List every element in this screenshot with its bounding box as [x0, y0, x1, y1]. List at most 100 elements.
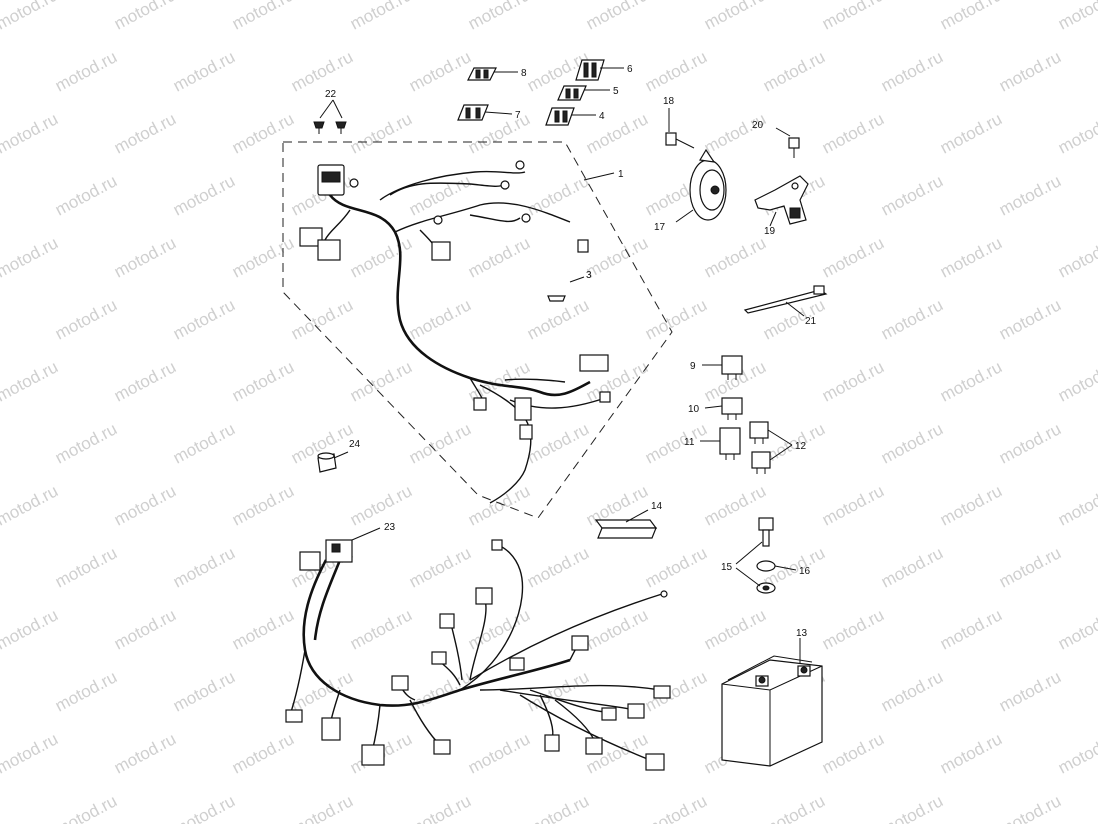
watermark-text: motod.ru	[111, 357, 179, 405]
relay-11	[719, 427, 741, 460]
watermark-text: motod.ru	[465, 605, 533, 653]
callouts: 1 3 4 5 6 7 8 9 10 11 12 13 14 15 16 17 …	[325, 64, 817, 639]
watermark-text: motod.ru	[701, 233, 769, 281]
watermark-text: motod.ru	[288, 791, 356, 824]
watermark-text: motod.ru	[937, 481, 1005, 529]
watermark-text: motod.ru	[701, 0, 769, 34]
watermark-text: motod.ru	[878, 667, 946, 715]
watermark-text: motod.ru	[1055, 357, 1098, 405]
watermark-text: motod.ru	[347, 481, 415, 529]
watermark-text: motod.ru	[170, 171, 238, 219]
relay-9	[721, 355, 743, 380]
watermark-text: motod.ru	[406, 47, 474, 95]
callout-10: 10	[688, 404, 700, 415]
watermark-text: motod.ru	[52, 419, 120, 467]
watermark-text: motod.ru	[52, 171, 120, 219]
callout-22: 22	[325, 89, 337, 100]
watermark-text: motod.ru	[170, 791, 238, 824]
watermark-text: motod.ru	[0, 171, 2, 219]
watermark-text: motod.ru	[760, 295, 828, 343]
watermark-text: motod.ru	[170, 295, 238, 343]
watermark-text: motod.ru	[524, 171, 592, 219]
watermark-text: motod.ru	[406, 171, 474, 219]
harness-outline	[282, 141, 673, 519]
watermark-text: motod.ru	[52, 791, 120, 824]
watermark-text: motod.ru	[819, 233, 887, 281]
watermark-text: motod.ru	[111, 605, 179, 653]
callout-4: 4	[599, 111, 605, 122]
callout-7: 7	[515, 110, 521, 121]
callout-8: 8	[521, 68, 527, 79]
watermark-text: motod.ru	[996, 295, 1064, 343]
main-wiring-harness	[299, 160, 611, 504]
watermark-text: motod.ru	[406, 295, 474, 343]
callout-13: 13	[796, 628, 808, 639]
watermark-text: motod.ru	[819, 605, 887, 653]
watermark-text: motod.ru	[937, 233, 1005, 281]
fuse-5	[557, 85, 587, 101]
callout-1: 1	[618, 169, 624, 180]
watermark-text: motod.ru	[0, 357, 61, 405]
callout-6: 6	[627, 64, 633, 75]
fuse-6	[575, 59, 605, 81]
watermark-text: motod.ru	[465, 0, 533, 34]
watermark-text: motod.ru	[288, 47, 356, 95]
bracket-3	[547, 295, 566, 302]
watermark-text: motod.ru	[229, 605, 297, 653]
watermark-text: motod.ru	[229, 481, 297, 529]
watermark-text: motod.ru	[819, 0, 887, 34]
watermark-text: motod.ru	[878, 419, 946, 467]
leader-lines	[319, 67, 805, 664]
callout-20: 20	[752, 120, 764, 131]
watermark-text: motod.ru	[0, 233, 61, 281]
watermark-text: motod.ru	[878, 543, 946, 591]
callout-24: 24	[349, 439, 361, 450]
callout-11: 11	[684, 437, 695, 448]
watermark-text: motod.ru	[229, 0, 297, 34]
callout-17: 17	[654, 222, 666, 233]
callout-3: 3	[586, 270, 592, 281]
watermark-text: motod.ru	[0, 543, 2, 591]
callout-23: 23	[384, 522, 396, 533]
watermark-text: motod.ru	[937, 605, 1005, 653]
watermark-text: motod.ru	[760, 791, 828, 824]
watermark-text: motod.ru	[0, 729, 61, 777]
watermark-text: motod.ru	[1055, 233, 1098, 281]
watermark-text: motod.ru	[1055, 729, 1098, 777]
watermark-text: motod.ru	[406, 543, 474, 591]
horn-17	[689, 148, 727, 221]
fuse-8	[467, 67, 497, 81]
watermark-text: motod.ru	[229, 357, 297, 405]
watermark-text: motod.ru	[0, 419, 2, 467]
watermark-text: motod.ru	[878, 47, 946, 95]
watermark-text: motod.ru	[52, 47, 120, 95]
watermark-text: motod.ru	[111, 0, 179, 34]
watermark-text: motod.ru	[937, 729, 1005, 777]
watermark-text: motod.ru	[583, 109, 651, 157]
watermark-text: motod.ru	[1055, 0, 1098, 34]
wiring-harness-23	[285, 539, 671, 771]
watermark-text: motod.ru	[229, 729, 297, 777]
watermark-text: motod.ru	[170, 543, 238, 591]
watermark-text: motod.ru	[111, 481, 179, 529]
watermark-text: motod.ru	[465, 233, 533, 281]
watermark-text: motod.ru	[819, 481, 887, 529]
watermark-text: motod.ru	[0, 47, 2, 95]
callout-5: 5	[613, 86, 619, 97]
watermark-text: motod.ru	[583, 605, 651, 653]
watermark-text: motod.ru	[0, 605, 61, 653]
watermark-text: motod.ru	[819, 729, 887, 777]
callout-16: 16	[799, 566, 811, 577]
watermark-text: motod.ru	[524, 543, 592, 591]
callout-14: 14	[651, 501, 663, 512]
watermark-text: motod.ru	[937, 0, 1005, 34]
watermark-text: motod.ru	[288, 667, 356, 715]
watermark-text: motod.ru	[465, 729, 533, 777]
watermark-text: motod.ru	[642, 47, 710, 95]
cap-24	[317, 452, 337, 473]
watermark-text: motod.ru	[937, 357, 1005, 405]
watermark-text: motod.ru	[524, 419, 592, 467]
watermark-text: motod.ru	[111, 109, 179, 157]
watermark-text: motod.ru	[0, 481, 61, 529]
